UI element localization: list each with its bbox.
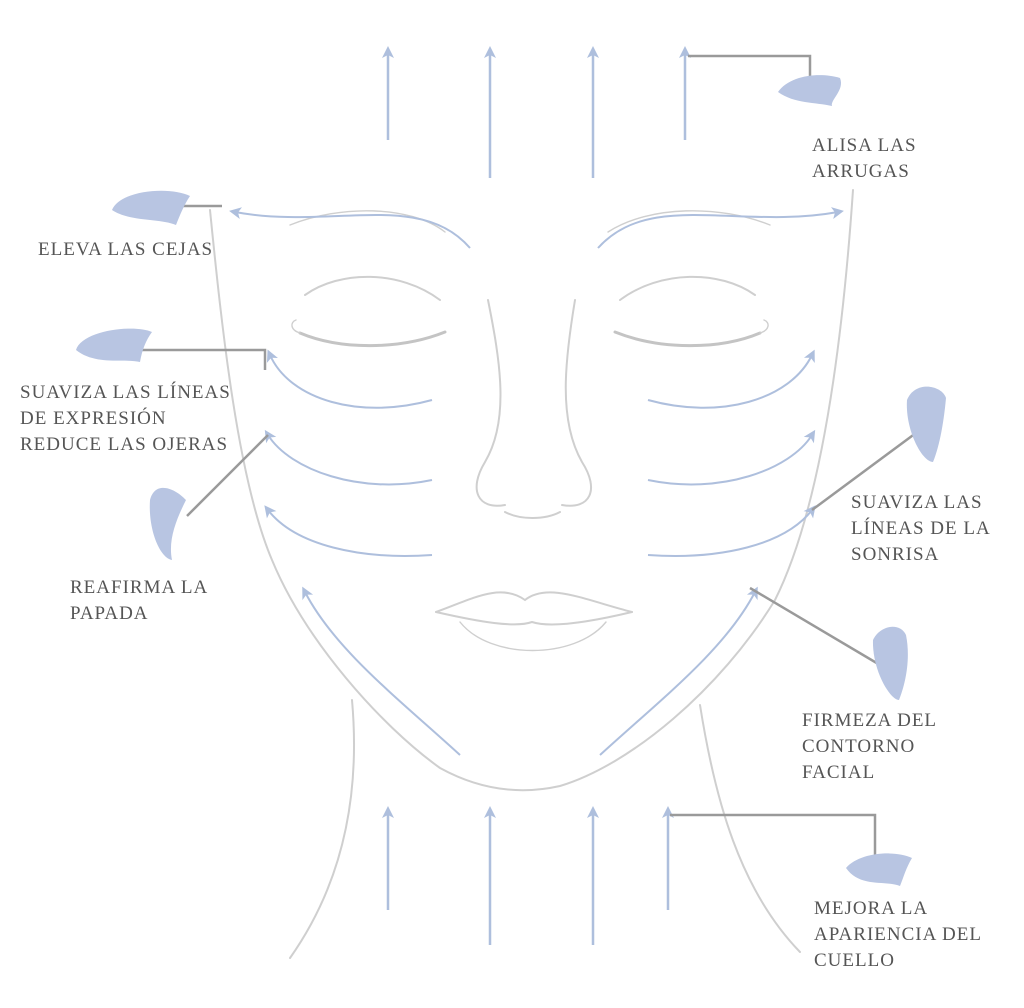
nose-tip	[504, 511, 561, 519]
label-suaviza-sonrisa: SUAVIZA LAS LÍNEAS DE LA SONRISA	[851, 490, 991, 568]
gua-sha-stone-icon	[76, 328, 152, 362]
face-left-contour	[209, 189, 854, 792]
left-lashes	[291, 319, 301, 334]
gua-sha-tools	[76, 75, 946, 886]
left-eye	[298, 330, 447, 348]
label-line: SONRISA	[851, 544, 940, 565]
label-firmeza-contorno: FIRMEZA DEL CONTORNO FACIAL	[802, 708, 937, 786]
label-line: ALISA LAS	[812, 135, 917, 156]
eyebrow-arrows	[229, 207, 844, 249]
neck-arrows	[382, 806, 674, 945]
lip-line	[435, 611, 633, 626]
gua-sha-stone-icon	[149, 487, 186, 560]
right-cheek-arrows	[599, 349, 816, 756]
label-line: REDUCE LAS OJERAS	[20, 434, 229, 455]
label-line: MEJORA LA	[814, 898, 929, 919]
left-cheek-arrows	[264, 349, 461, 756]
label-eleva-las-cejas: ELEVA LAS CEJAS	[38, 237, 213, 263]
label-line: CUELLO	[814, 950, 895, 971]
label-line: FACIAL	[802, 762, 876, 783]
left-eye-crease	[304, 275, 441, 301]
label-line: PAPADA	[70, 603, 149, 624]
nose-left	[475, 299, 506, 507]
nose-right	[561, 299, 592, 507]
label-alisa-las-arrugas: ALISA LAS ARRUGAS	[812, 133, 917, 185]
right-eyebrow	[607, 210, 771, 233]
right-eye-crease	[619, 275, 756, 301]
left-eyebrow	[289, 210, 446, 233]
upper-lip	[435, 591, 633, 613]
forehead-arrows	[382, 46, 691, 178]
right-lashes	[759, 319, 769, 334]
label-line: DE EXPRESIÓN	[20, 408, 167, 429]
gua-sha-stone-icon	[112, 190, 190, 225]
label-line: REAFIRMA LA	[70, 577, 209, 598]
neck-left-line	[289, 699, 355, 959]
label-line: LÍNEAS DE LA	[851, 518, 991, 539]
label-suaviza-expresion: SUAVIZA LAS LÍNEAS DE EXPRESIÓN REDUCE L…	[20, 380, 231, 458]
label-line: APARIENCIA DEL	[814, 924, 982, 945]
gua-sha-stone-icon	[872, 626, 908, 700]
label-reafirma-papada: REAFIRMA LA PAPADA	[70, 575, 208, 627]
face-illustration	[209, 189, 854, 959]
neck-right-line	[699, 704, 801, 953]
right-eye	[613, 330, 762, 348]
label-line: SUAVIZA LAS LÍNEAS	[20, 382, 231, 403]
label-line: CONTORNO	[802, 736, 916, 757]
label-line: FIRMEZA DEL	[802, 710, 938, 731]
leader-lines	[140, 54, 921, 855]
label-line: ARRUGAS	[812, 161, 910, 182]
label-mejora-cuello: MEJORA LA APARIENCIA DEL CUELLO	[814, 896, 982, 974]
label-line: ELEVA LAS CEJAS	[38, 239, 214, 260]
gua-sha-stone-icon	[846, 853, 912, 886]
label-line: SUAVIZA LAS	[851, 492, 983, 513]
lower-lip	[459, 621, 607, 652]
gua-sha-stone-icon	[906, 386, 946, 462]
gua-sha-stone-icon	[778, 75, 842, 106]
